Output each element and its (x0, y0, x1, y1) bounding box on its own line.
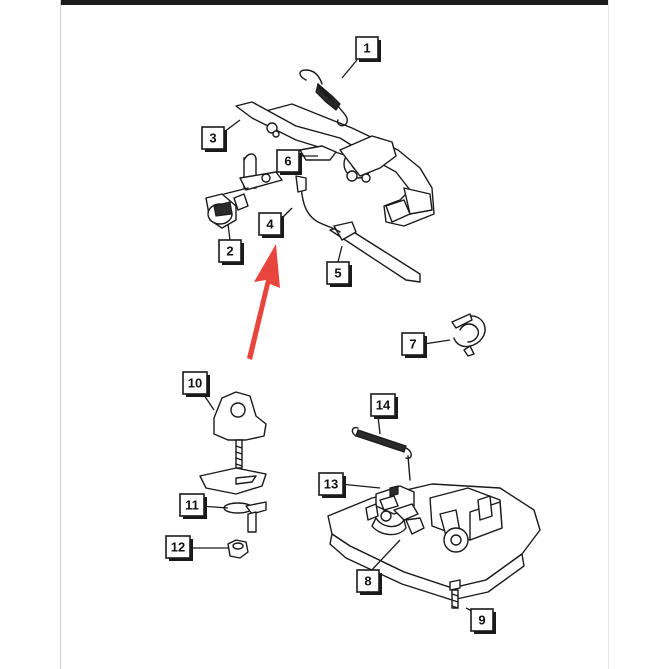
washer-part-11 (223, 501, 267, 533)
callout-5-label: 5 (334, 266, 341, 281)
callout-12: 12 (165, 535, 193, 561)
callout-4: 4 (258, 212, 284, 238)
callout-2-label: 2 (226, 244, 233, 259)
left-frame-rule (60, 0, 61, 669)
spring-part-1 (299, 69, 348, 127)
deck-assembly-part-8 (327, 483, 541, 609)
callout-8: 8 (356, 569, 382, 595)
callout-5: 5 (326, 261, 352, 287)
upper-linkage-assembly (235, 101, 435, 283)
callout-3: 3 (201, 126, 227, 152)
callout-3-label: 3 (209, 131, 216, 146)
callout-7: 7 (401, 332, 427, 358)
clip-part-7 (451, 313, 486, 357)
callout-10-label: 10 (188, 376, 202, 391)
callout-1: 1 (355, 36, 381, 62)
nut-part-12 (227, 539, 249, 559)
callout-1-label: 1 (363, 41, 370, 56)
right-frame-rule (608, 0, 609, 669)
callout-14-label: 14 (376, 398, 391, 413)
callout-13: 13 (318, 472, 346, 498)
assembly-part-2 (205, 153, 283, 229)
callout-2: 2 (218, 239, 244, 265)
callout-14: 14 (370, 393, 398, 419)
top-frame-bar (60, 0, 608, 5)
callout-8-label: 8 (364, 574, 371, 589)
bracket-part-10 (199, 391, 267, 495)
callout-10: 10 (182, 371, 210, 397)
callout-9: 9 (470, 608, 496, 634)
spring-part-14 (351, 426, 412, 481)
callout-6: 6 (276, 149, 302, 175)
callout-11: 11 (179, 493, 207, 519)
callout-9-label: 9 (478, 613, 485, 628)
callout-11-label: 11 (185, 498, 199, 513)
callout-7-label: 7 (409, 337, 416, 352)
callout-13-label: 13 (324, 477, 338, 492)
highlight-arrow (247, 244, 280, 360)
callout-4-label: 4 (266, 217, 274, 232)
callout-12-label: 12 (171, 540, 185, 555)
callout-6-label: 6 (284, 154, 291, 169)
